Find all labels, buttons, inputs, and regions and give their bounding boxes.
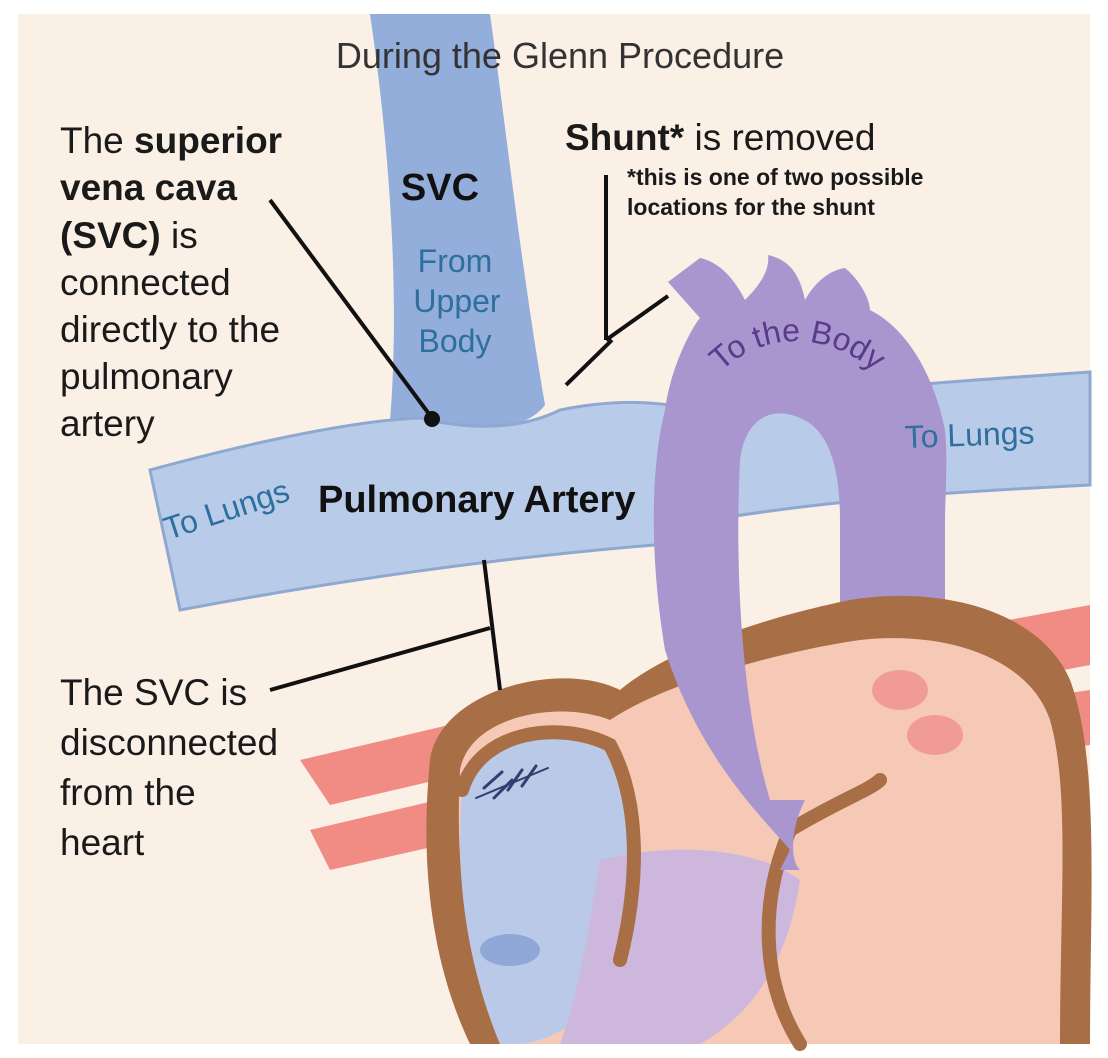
callout-line1-bold: superior [134,120,282,161]
svc-sub-line2: Upper [413,283,501,319]
callout-line3-plain: is [161,215,198,256]
svg-text:(SVC) is: (SVC) is [60,215,198,256]
callout-line1-plain: The [60,120,134,161]
callout-line5: directly to the [60,309,280,350]
pulmonary-artery-label: Pulmonary Artery [318,479,635,521]
bottom-callout-line2: disconnected [60,722,278,763]
shunt-note-line1: *this is one of two possible [627,164,923,190]
bottom-callout-line3: from the [60,772,196,813]
callout-line7: artery [60,403,155,444]
pulmonary-artery-vessel [148,400,722,612]
shunt-heading: Shunt* is removed [565,117,875,158]
bottom-callout-line1: The SVC is [60,672,247,713]
svc-label: SVC [401,167,479,209]
to-lungs-right-label: To Lungs [904,414,1035,455]
shunt-note-line2: locations for the shunt [627,194,875,220]
svc-connection-dot [424,411,440,427]
svc-connected-callout: The superior vena cava (SVC) is connecte… [60,120,282,444]
shunt-bold: Shunt* [565,117,685,158]
heart [426,595,1092,1051]
aorta-vessel [653,255,947,870]
svc-disconnected-callout: The SVC is disconnected from the heart [60,672,278,863]
svc-sub-line1: From [418,243,493,279]
svg-text:The superior: The superior [60,120,282,161]
svc-vessel [370,14,545,434]
bottom-callout-line4: heart [60,822,145,863]
diagram-title: During the Glenn Procedure [336,35,784,76]
svc-sub-line3: Body [419,323,492,359]
callout-line6: pulmonary [60,356,233,397]
callout-line4: connected [60,262,231,303]
callout-line3-bold: (SVC) [60,215,161,256]
pointer-lines [268,175,670,692]
callout-line2: vena cava [60,167,237,208]
shunt-plain: is removed [684,117,875,158]
